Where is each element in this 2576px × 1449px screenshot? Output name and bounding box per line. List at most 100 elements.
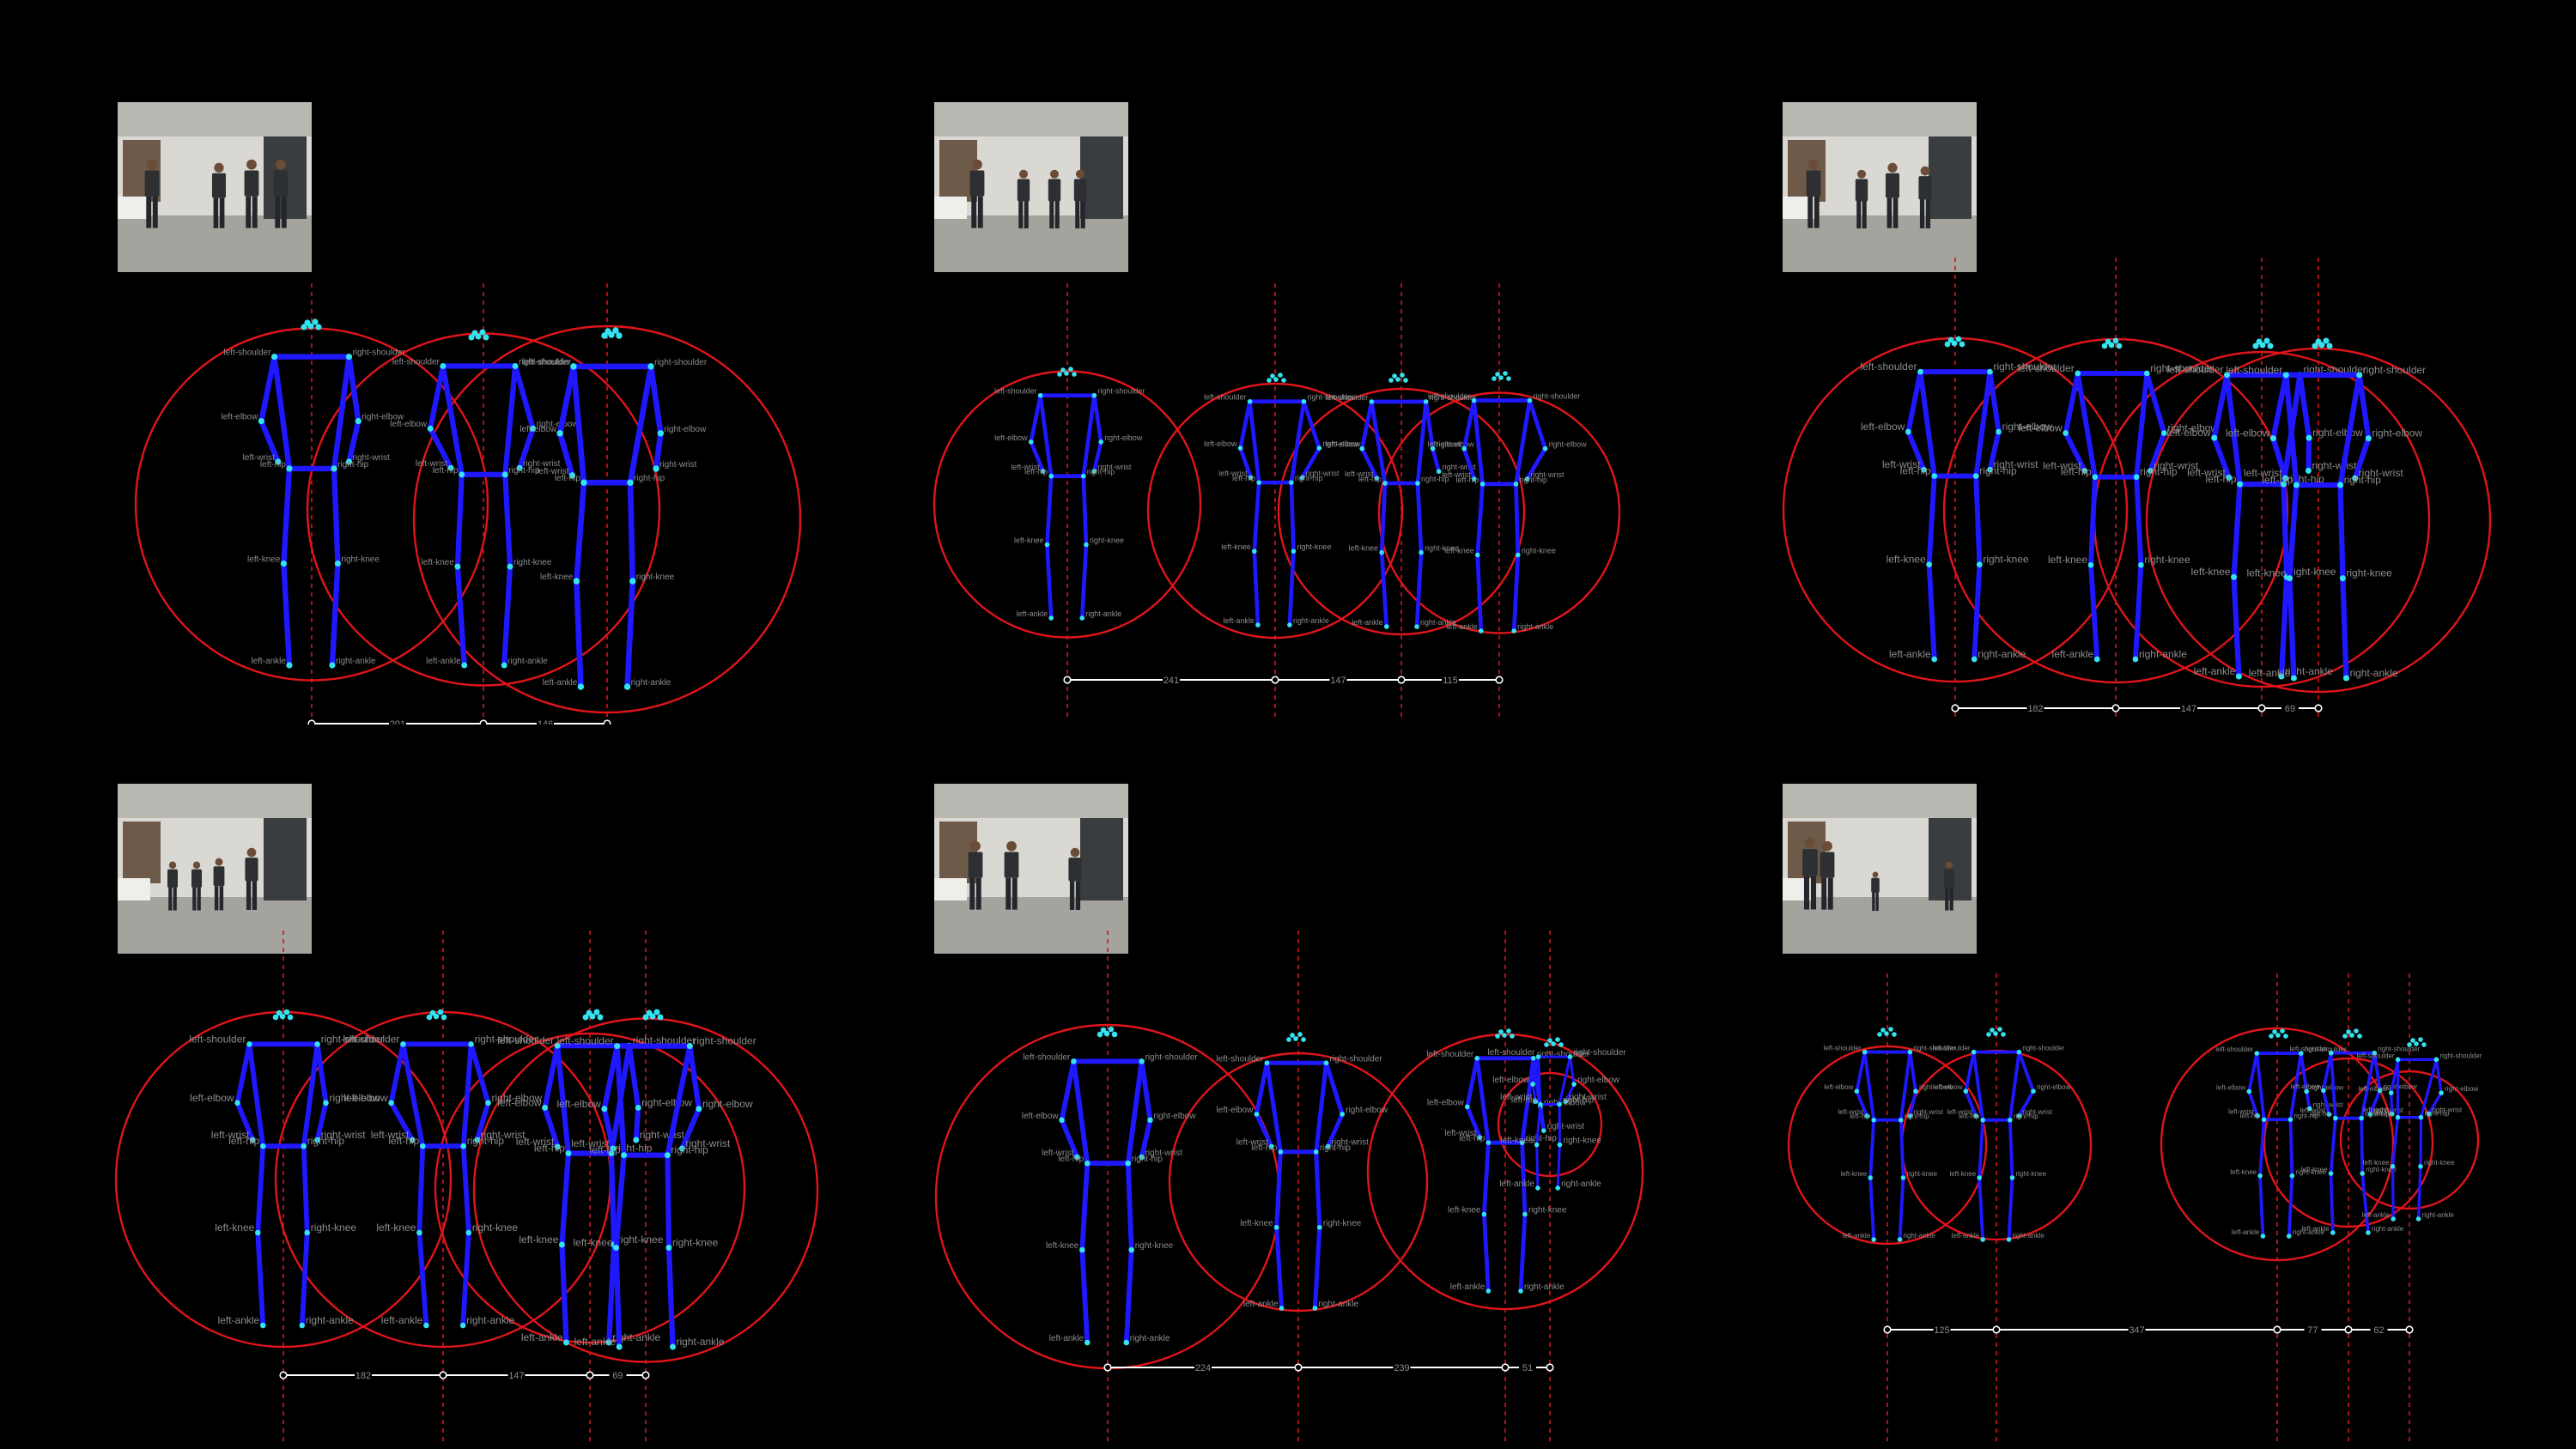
person-leg [214, 886, 219, 911]
keypoint [258, 418, 264, 425]
keypoint [542, 1104, 549, 1111]
skeleton-bone [1917, 369, 1937, 479]
keypoint [573, 578, 580, 585]
keypoint [1524, 476, 1530, 482]
skeleton-bone [1071, 1058, 1091, 1167]
skeleton-bone [2270, 435, 2288, 482]
face-keypoint [1388, 378, 1394, 383]
face-keypoint [653, 1009, 660, 1016]
face-keypoint [2275, 1033, 2281, 1038]
keypoint-label: left-wrist [1500, 1093, 1532, 1102]
person-leg [1075, 881, 1081, 910]
face-keypoint [426, 1014, 433, 1021]
keypoint [1534, 1142, 1540, 1148]
person-leg [281, 196, 287, 228]
person-head [1018, 169, 1029, 179]
keypoint [621, 1152, 628, 1159]
keypoint-label: right-knee [2144, 554, 2190, 566]
keypoint-label: left-shoulder [994, 387, 1037, 396]
keypoint [1913, 1088, 1918, 1094]
keypoint-label: left-hip [1850, 1113, 1871, 1120]
face-keypoint [2326, 343, 2333, 349]
person-leg [1012, 877, 1018, 910]
keypoint-label: left-ankle [2249, 667, 2291, 679]
keypoint [1513, 482, 1519, 487]
keypoint-label: right-shoulder [519, 357, 572, 367]
keypoint [696, 1106, 702, 1113]
keypoint [2433, 1057, 2439, 1063]
skeleton-bone [454, 471, 465, 570]
keypoint-label: left-ankle [1889, 648, 1931, 660]
face-keypoint [1993, 1031, 1998, 1036]
keypoint [419, 1143, 426, 1149]
keypoint-label: right-ankle [507, 657, 548, 666]
face-keypoint [1551, 1041, 1556, 1046]
keypoint-label: left-hip [2205, 473, 2236, 485]
keypoint [580, 479, 587, 486]
skeleton-bone [2340, 575, 2349, 682]
keypoint-label: left-elbow [2166, 427, 2211, 439]
keypoint-label: right-ankle [1561, 1179, 1601, 1189]
keypoint-label: left-wrist [1042, 1149, 1073, 1158]
keypoint [2418, 1114, 2424, 1120]
keypoint-label: right-ankle [466, 1314, 514, 1326]
keypoint [1862, 1049, 1868, 1055]
face-keypoint [601, 332, 608, 339]
skeleton-bone [2337, 482, 2346, 581]
face-keypoint [1498, 1029, 1504, 1034]
keypoint [1899, 1118, 1904, 1123]
person-head [972, 159, 982, 170]
face-keypoint [1111, 1031, 1118, 1038]
skeleton-bone [2356, 372, 2372, 441]
face-keypoint [2272, 1029, 2277, 1034]
skeleton-bone [1125, 1058, 1145, 1167]
skeleton-bone [559, 1150, 571, 1248]
keypoint [1289, 480, 1294, 485]
keypoint-label: left-elbow [390, 420, 428, 429]
keypoint [501, 471, 508, 478]
keypoint-label: right-wrist [1913, 1108, 1943, 1116]
person-torso [1886, 173, 1899, 198]
face-keypoint [287, 1014, 294, 1021]
skeleton-bone [502, 471, 513, 570]
photo-thumbnail [934, 784, 1128, 954]
face-keypoint [1290, 1033, 1295, 1038]
skeleton-bone [234, 1041, 252, 1106]
keypoint [1518, 1288, 1523, 1294]
keypoint [234, 1100, 240, 1106]
keypoint [1044, 542, 1050, 548]
keypoint-label: right-knee [1135, 1241, 1174, 1251]
skeleton-bone [2391, 1116, 2400, 1168]
keypoint-label: right-ankle [2372, 1225, 2404, 1233]
keypoint-label: right-ankle [1904, 1232, 1936, 1240]
face-keypoint [2410, 1038, 2415, 1043]
keypoint-label: left-shoulder [392, 357, 440, 367]
photo-scene [1783, 784, 1977, 954]
skeleton-bone [1862, 1050, 1876, 1122]
person-leg [1949, 888, 1953, 911]
keypoint [250, 1137, 256, 1143]
keypoint [1973, 1113, 1979, 1119]
person-head [1920, 166, 1930, 176]
photo-scene [118, 784, 312, 954]
skeleton-bone [606, 1241, 617, 1346]
keypoint [1091, 392, 1097, 398]
keypoint-label: right-knee [2346, 567, 2392, 579]
keypoint [345, 458, 353, 465]
keypoint [2237, 481, 2244, 488]
keypoint [1931, 473, 1938, 479]
skeleton-bone [331, 465, 341, 567]
keypoint-label: left-elbow [1204, 440, 1237, 448]
skeleton-bone [2255, 1052, 2266, 1122]
face-keypoint [608, 331, 615, 338]
keypoint [1379, 549, 1384, 555]
keypoint [2390, 1164, 2396, 1169]
keypoint [1237, 446, 1243, 451]
keypoint-label: right-knee [1906, 1170, 1937, 1178]
skeleton-bone [1314, 1060, 1329, 1155]
skeleton-bone [2144, 370, 2167, 436]
keypoint [2388, 1090, 2394, 1095]
skeleton-bone [1248, 399, 1261, 485]
skeleton-bone [1564, 1082, 1576, 1103]
keypoint-label: right-elbow [641, 1096, 692, 1108]
